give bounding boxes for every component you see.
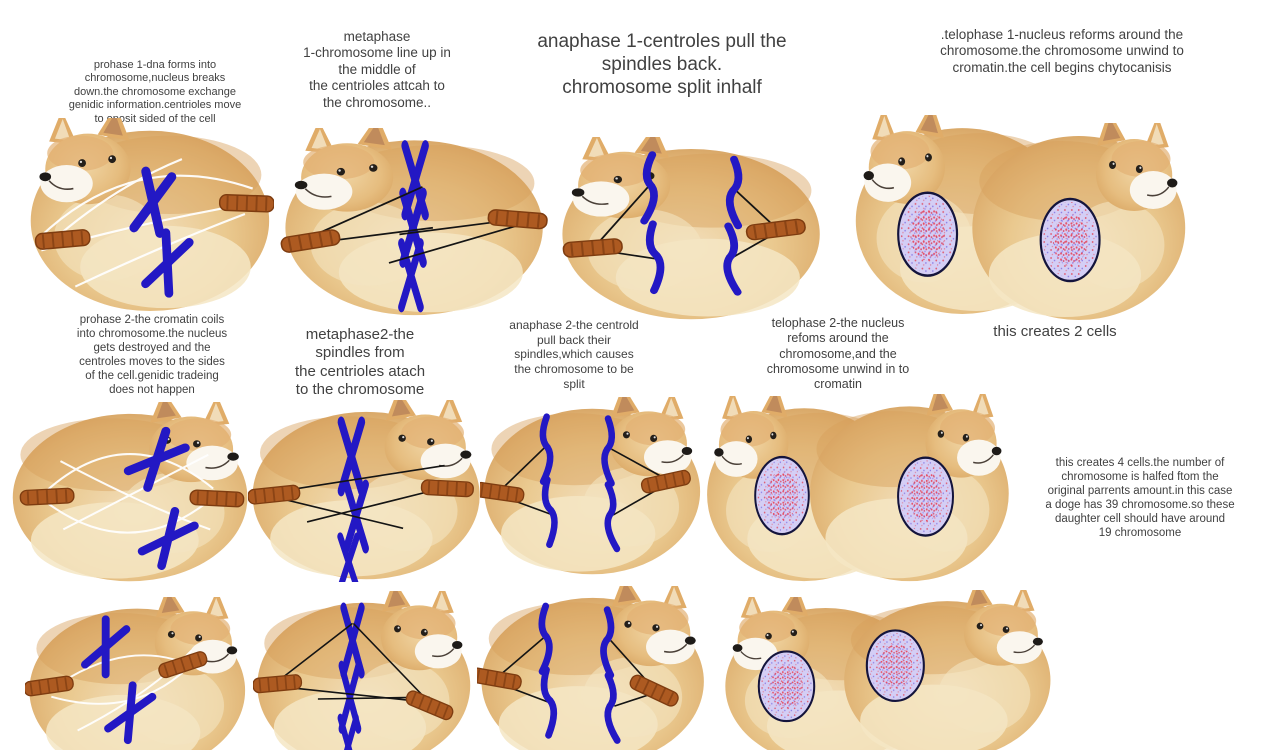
- cell-prophase-2: [8, 402, 256, 584]
- spindle-lines: [275, 464, 446, 530]
- cell-prophase-2b: [25, 597, 253, 750]
- centriole: [420, 478, 475, 498]
- cell-telophase-2-right: [806, 394, 1016, 584]
- nucleus: [1039, 197, 1101, 283]
- doge-cell-body: [28, 597, 246, 750]
- cell-metaphase-1: [276, 128, 548, 318]
- cell-telophase-1-right: [968, 123, 1193, 323]
- label-anaphase-1: anaphase 1-centroles pull the spindles b…: [537, 31, 787, 99]
- nucleus: [757, 650, 816, 723]
- label-prophase-2: prohase 2-the cromatin coils into chromo…: [76, 314, 228, 397]
- label-metaphase-2: metaphase2-the spindles from the centrio…: [294, 326, 426, 398]
- centriole: [188, 488, 245, 509]
- label-metaphase-1: metaphase 1-chromosome line up in the mi…: [303, 29, 451, 110]
- doge-cell-body: [480, 586, 705, 750]
- cell-anaphase-2: [480, 397, 708, 577]
- label-creates-2-cells: this creates 2 cells: [993, 323, 1117, 340]
- cell-prophase-1: [22, 118, 274, 314]
- cell-metaphase-2b: [253, 591, 478, 750]
- label-telophase-1: .telophase 1-nucleus reforms around the …: [940, 27, 1184, 75]
- nucleus: [754, 455, 810, 536]
- nucleus: [896, 191, 959, 277]
- label-prophase-1: prohase 1-dna forms into chromosome,nucl…: [68, 59, 242, 125]
- label-anaphase-2: anaphase 2-the centrold pull back their …: [509, 318, 639, 391]
- cell-anaphase-2b: [477, 586, 712, 750]
- nucleus: [896, 456, 955, 537]
- cell-metaphase-2: [248, 400, 488, 582]
- cell-anaphase-1: [553, 137, 825, 322]
- label-telophase-2: telophase 2-the nucleus refoms around th…: [766, 316, 910, 391]
- cell-telophase-2b-right: [840, 590, 1058, 750]
- centriole: [218, 193, 274, 214]
- label-creates-4-cells: this creates 4 cells.the number of chrom…: [1045, 457, 1235, 540]
- nucleus: [865, 629, 925, 703]
- centriole: [19, 487, 76, 507]
